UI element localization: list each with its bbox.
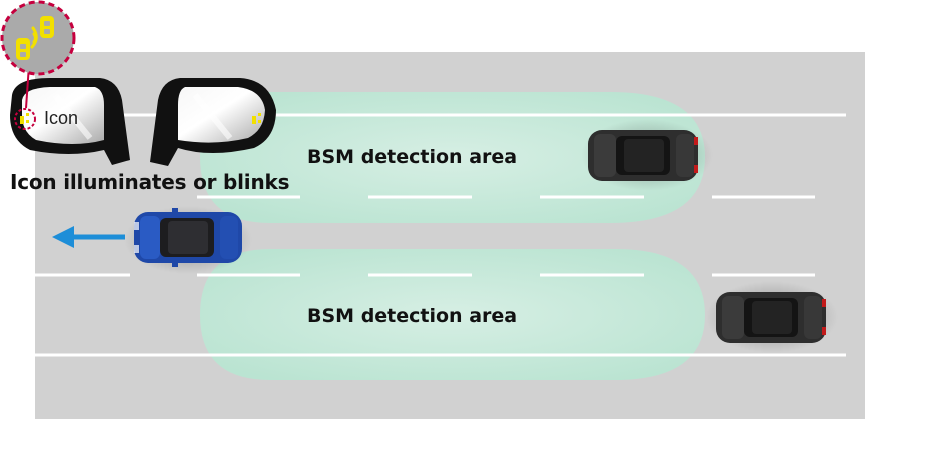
other-car-top [581,119,713,191]
blind-spot-indicator-icon [252,113,261,124]
detection-area-bottom [200,249,705,380]
indicator-zoom-callout [0,0,76,76]
blind-spot-indicator-icon-highlighted [14,108,36,130]
arrow-left-icon [52,226,125,248]
own-car [124,206,252,274]
detection-area-top [200,92,705,223]
left-side-mirror [10,78,130,165]
other-car-bottom [706,281,838,353]
right-side-mirror [150,78,276,166]
icon-label: Icon [44,108,79,128]
bsm-detection-area-label-bottom: BSM detection area [307,305,518,327]
caption: Icon illuminates or blinks [10,170,290,194]
bsm-detection-area-label-top: BSM detection area [307,146,518,168]
